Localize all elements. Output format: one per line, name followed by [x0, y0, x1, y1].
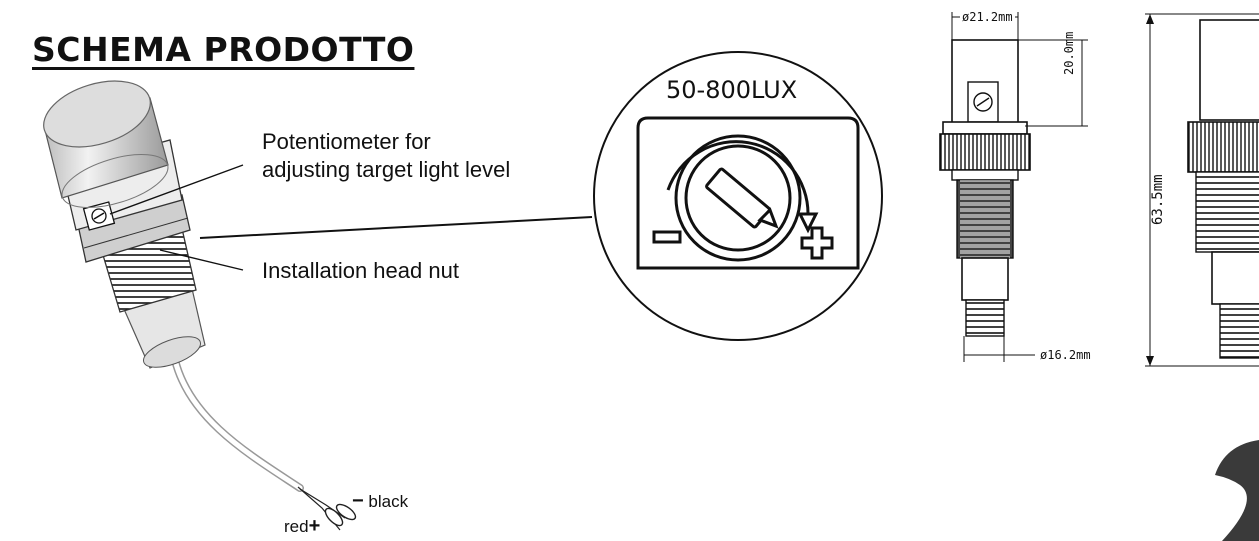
potentiometer-callout: Potentiometer for adjusting target light… — [262, 129, 511, 182]
nut-leader — [159, 249, 244, 271]
potentiometer-leader — [109, 164, 244, 215]
page-title: SCHEMA PRODOTTO — [32, 30, 415, 69]
sensor-photo — [43, 80, 357, 531]
red-wire-sign: + — [308, 515, 321, 537]
nut-callout: Installation head nut — [262, 258, 459, 283]
red-wire-text: red — [284, 517, 309, 536]
page-number-shape — [1215, 440, 1259, 541]
cap-height-label: 20.0mm — [1062, 31, 1076, 75]
top-diameter-label: ø21.2mm — [960, 10, 1015, 24]
lux-range-label: 50-800LUX — [666, 76, 798, 104]
thread-diameter-label: ø16.2mm — [1040, 348, 1091, 362]
black-wire-text: black — [368, 492, 409, 511]
dimension-drawing-side — [1145, 13, 1259, 367]
red-wire-label: red+ — [284, 515, 320, 538]
detail-leader — [199, 216, 593, 239]
total-height-label: 63.5mm — [1150, 174, 1166, 225]
dimension-drawing-front — [939, 12, 1088, 362]
potentiometer-detail — [593, 51, 883, 341]
black-wire-sign: − — [352, 490, 364, 512]
black-wire-label: − black — [352, 490, 408, 513]
